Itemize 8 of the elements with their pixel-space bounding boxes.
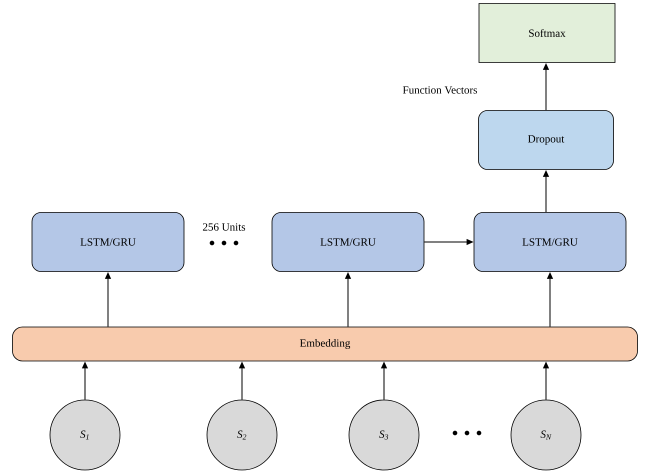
- softmax-box: Softmax: [478, 3, 616, 63]
- dropout-box: Dropout: [478, 110, 614, 170]
- annotation-label: 256 Units: [202, 223, 246, 231]
- layer-box: LSTM/GRU: [474, 212, 626, 272]
- layer-box: LSTM/GRU: [32, 212, 184, 272]
- embedding-bar: Embedding: [12, 326, 638, 362]
- layer-box: LSTM/GRU: [272, 212, 424, 272]
- annotation-label: Function Vectors: [402, 86, 478, 94]
